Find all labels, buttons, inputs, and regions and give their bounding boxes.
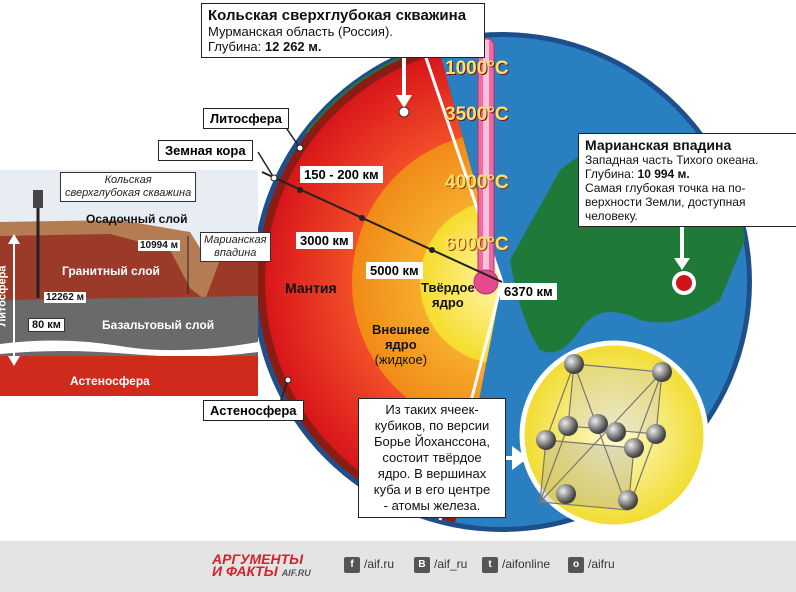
mariana-title: Марианская впадина [585, 137, 732, 153]
cs-mariana-line-1: Марианская [204, 234, 267, 246]
twitter-icon: t [482, 557, 498, 573]
crystal-line-6: куба и в его центре [373, 482, 491, 497]
distance-150-200: 150 - 200 км [300, 166, 383, 183]
mantle-label: Мантия [285, 280, 337, 296]
twitter-handle: /aifonline [502, 557, 551, 572]
kola-depth-label: Глубина: [208, 39, 265, 54]
crystal-line-5: ядро. В вершинах [377, 466, 487, 481]
ok-link[interactable]: o/aifru [568, 557, 615, 573]
kola-region: Мурманская область (Россия). [208, 24, 393, 39]
mariana-info-box: Марианская впадина Западная часть Тихого… [578, 133, 796, 227]
crust-label: Земная кора [158, 140, 253, 161]
outer-core-label: Внешнее ядро (жидкое) [372, 322, 430, 367]
cs-asthenosphere-label: Астеносфера [70, 374, 150, 388]
crystal-line-2: кубиков, по версии [374, 418, 490, 433]
vk-link[interactable]: B/aif_ru [414, 557, 467, 573]
mariana-depth: Глубина: 10 994 м. [585, 167, 793, 181]
temp-3500: 3500°C [445, 104, 509, 125]
cs-depth-kola: 12262 м [44, 292, 86, 303]
kola-depth: Глубина: 12 262 м. [208, 39, 478, 54]
aif-logo[interactable]: АРГУМЕНТЫ И ФАКТЫ AIF.RU [212, 551, 311, 579]
cs-granite-label: Гранитный слой [62, 264, 160, 278]
outer-core-line-3: (жидкое) [374, 352, 428, 367]
inner-core-label: Твёрдое ядро [421, 280, 475, 310]
temp-1000: 1000°C [445, 58, 509, 79]
mariana-desc-3: человеку. [585, 209, 638, 223]
cs-mariana-label: Марианская впадина [200, 232, 271, 262]
kola-title: Кольская сверхглубокая скважина [208, 7, 467, 24]
mariana-depth-label: Глубина: [585, 167, 638, 181]
thermometer-bulb [473, 269, 499, 295]
cs-sediment-label: Осадочный слой [86, 212, 188, 226]
crystal-line-1: Из таких ячеек- [385, 402, 479, 417]
iron-atoms [536, 354, 672, 510]
logo-text-3: AIF.RU [281, 568, 311, 578]
twitter-link[interactable]: t/aifonline [482, 557, 550, 573]
facebook-handle: /aif.ru [364, 557, 395, 572]
logo-text-2: И ФАКТЫ [212, 563, 278, 579]
facebook-icon: f [344, 557, 360, 573]
crust-cross-section [0, 170, 258, 396]
vk-handle: /aif_ru [434, 557, 468, 572]
footer [0, 541, 796, 592]
distance-6370: 6370 км [500, 283, 557, 300]
cs-kola-label: Кольская сверхглубокая скважина [60, 172, 197, 202]
asthenosphere-label: Астеносфера [203, 400, 304, 421]
logo-line-1: АРГУМЕНТЫ [212, 551, 304, 567]
crystal-info-box: Из таких ячеек- кубиков, по версии Борье… [358, 398, 506, 518]
cs-thickness: 80 км [28, 318, 65, 332]
facebook-link[interactable]: f/aif.ru [344, 557, 394, 573]
distance-5000: 5000 км [366, 262, 423, 279]
outer-core-line-1: Внешнее [372, 322, 430, 337]
cs-depth-mariana: 10994 м [138, 240, 180, 251]
inner-core [420, 200, 502, 364]
odnoklassniki-icon: o [568, 557, 584, 573]
cs-lithosphere-label: Литосфера [0, 265, 9, 327]
inner-core-line-2: ядро [431, 295, 464, 310]
kola-depth-value: 12 262 м. [264, 39, 322, 54]
mariana-desc-2: верхности Земли, доступная [585, 195, 746, 209]
logo-line-2: И ФАКТЫ AIF.RU [212, 563, 311, 579]
cs-basalt-label: Базальтовый слой [102, 318, 215, 332]
outer-core-line-2: ядро [384, 337, 417, 352]
kola-info-box: Кольская сверхглубокая скважина Мурманск… [201, 3, 485, 58]
crystal-line-3: Борье Йохансcона, [373, 434, 491, 449]
temp-6000: 6000°C [445, 234, 509, 255]
distance-3000: 3000 км [296, 232, 353, 249]
temp-4000: 4000°C [445, 172, 509, 193]
vk-icon: B [414, 557, 430, 573]
cs-mariana-line-2: впадина [214, 247, 257, 259]
mariana-desc-1: Самая глубокая точка на по- [585, 181, 746, 195]
ok-handle: /aifru [588, 557, 615, 572]
crystal-line-7: - атомы железа. [383, 498, 481, 513]
mariana-region: Западная часть Тихого океана. [585, 153, 759, 167]
inner-core-line-1: Твёрдое [421, 280, 475, 295]
outer-core [352, 132, 502, 432]
mariana-depth-value: 10 994 м. [637, 167, 690, 181]
lithosphere-label: Литосфера [203, 108, 289, 129]
cs-kola-line-2: сверхглубокая скважина [65, 187, 192, 199]
cs-kola-line-1: Кольская [104, 174, 152, 186]
crystal-line-4: состоит твёрдое [382, 450, 482, 465]
